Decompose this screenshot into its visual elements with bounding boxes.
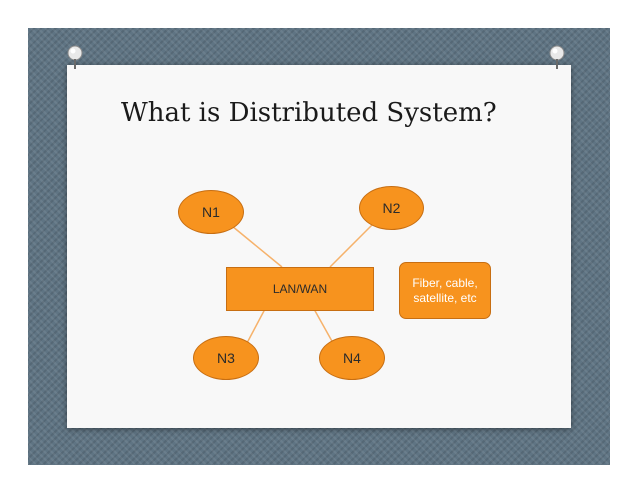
node-n2-label: N2 <box>382 200 401 216</box>
pushpin-icon <box>549 45 565 69</box>
node-n1-label: N1 <box>202 204 220 220</box>
link-n3-hub <box>246 308 266 344</box>
medium-note-line: satellite, etc <box>413 290 477 305</box>
node-n3-label: N3 <box>217 350 235 366</box>
node-n4-label: N4 <box>343 350 361 366</box>
pushpin-icon <box>67 45 83 69</box>
medium-note-line: Fiber, cable, <box>412 275 478 290</box>
node-n1: N1 <box>178 190 244 234</box>
link-n4-hub <box>313 308 334 344</box>
slide-title: What is Distributed System? <box>121 98 497 128</box>
link-n1-hub <box>231 225 283 268</box>
slide-paper <box>67 65 571 428</box>
node-n4: N4 <box>319 336 385 380</box>
network-hub-label: LAN/WAN <box>272 282 328 296</box>
node-n3: N3 <box>193 336 259 380</box>
medium-note: Fiber, cable, satellite, etc <box>399 262 491 319</box>
link-n2-hub <box>329 221 376 268</box>
node-n2: N2 <box>359 186 424 230</box>
network-hub: LAN/WAN <box>226 267 374 311</box>
